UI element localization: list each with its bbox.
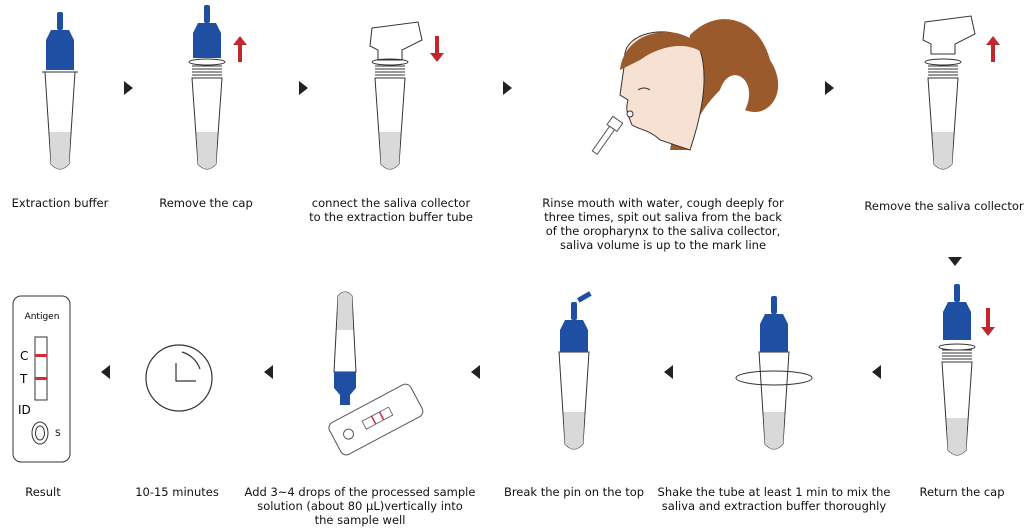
flow-arrow-icon: [264, 365, 273, 379]
flow-arrow-icon: [124, 81, 133, 95]
step-return-cap-caption: Return the cap: [919, 485, 1005, 499]
remove-cap-tube: [188, 5, 247, 170]
flow-arrow-icon: [101, 365, 110, 379]
step-extraction-buffer-caption: Extraction buffer: [11, 196, 109, 210]
connect-collector-tube: [369, 21, 444, 170]
shake-tube: [735, 296, 813, 450]
id-label: ID: [18, 403, 31, 417]
s-label: S: [55, 429, 61, 439]
step-remove-collector-caption: Remove the saliva collector: [864, 199, 1024, 213]
test-line: [35, 377, 47, 380]
step-add-drops-caption: Add 3~4 drops of the processed sample so…: [244, 485, 476, 527]
flow-arrow-icon: [948, 257, 962, 266]
test-cassette: [328, 383, 424, 456]
dropper-tube: [333, 291, 357, 405]
step-rinse-spit-caption: Rinse mouth with water, cough deeply for…: [542, 196, 784, 252]
break-pin-tube: [558, 291, 592, 450]
step-result-caption: Result: [25, 485, 61, 499]
step-wait-caption: 10-15 minutes: [135, 485, 219, 499]
timer-clock-icon: [145, 344, 213, 412]
flow-arrow-icon: [664, 365, 673, 379]
control-line: [35, 354, 47, 357]
card-title: Antigen: [25, 312, 60, 322]
step-remove-cap-caption: Remove the cap: [159, 196, 253, 210]
c-label: C: [20, 349, 28, 363]
flow-arrow-icon: [872, 365, 881, 379]
person-spitting-illustration: [591, 19, 779, 155]
step-connect-collector-caption: connect the saliva collector to the extr…: [309, 196, 473, 224]
return-cap-tube: [938, 284, 995, 456]
flow-arrow-icon: [299, 81, 308, 95]
flow-arrow-icon: [825, 81, 834, 95]
extraction-buffer-tube: [42, 12, 78, 170]
flow-arrow-icon: [471, 365, 480, 379]
t-label: T: [19, 372, 28, 386]
remove-collector-tube: [922, 15, 1000, 170]
flow-arrow-icon: [503, 81, 512, 95]
step-break-pin-caption: Break the pin on the top: [503, 485, 645, 499]
step-shake-caption: Shake the tube at least 1 min to mix the…: [657, 485, 891, 513]
result-test-card: Antigen C T ID S: [12, 295, 71, 463]
